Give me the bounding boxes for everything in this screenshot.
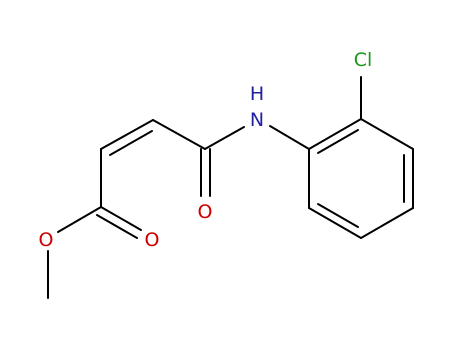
ring-inner-bond-3 <box>317 203 359 228</box>
bond-alkene-2 <box>109 130 153 156</box>
bond-ester-carbonyl-1 <box>100 206 142 231</box>
ring-bond-5 <box>308 207 362 239</box>
ring-bond-1 <box>308 118 362 150</box>
atom-amide-nitrogen: N <box>250 109 264 131</box>
ring-bond-2 <box>360 118 414 150</box>
bond-n-aryl <box>269 125 310 150</box>
ring-bond-4 <box>360 207 414 239</box>
bond-amide-c-n <box>204 126 245 150</box>
atom-labels: Cl H N O O O <box>39 49 373 251</box>
atom-ester-oxygen: O <box>39 229 54 251</box>
bond-group <box>47 76 414 299</box>
atom-amide-carbonyl-oxygen: O <box>198 201 213 223</box>
bond-alkene-amide-c <box>152 119 206 150</box>
ring-inner-bond-1 <box>317 129 359 154</box>
bond-o-ester-carbon <box>57 206 102 233</box>
bond-alkene-1 <box>100 119 154 150</box>
atom-chlorine: Cl <box>354 49 373 71</box>
bond-ester-carbonyl-2 <box>96 214 138 239</box>
atom-amide-hydrogen: H <box>250 83 264 105</box>
atom-ester-carbonyl-oxygen: O <box>145 229 160 251</box>
